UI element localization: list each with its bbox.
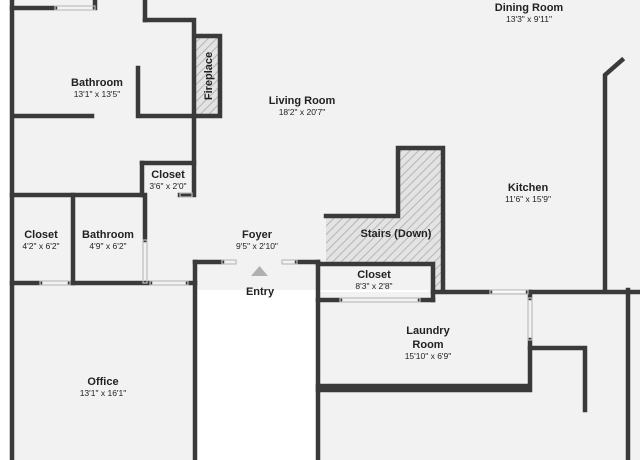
door-markers: [39, 5, 533, 341]
stairs-hatch: [326, 148, 443, 290]
living-room-name: Living Room: [269, 95, 336, 107]
bathroom-main-name: Bathroom: [71, 77, 123, 89]
foyer-name: Foyer: [242, 229, 273, 241]
dining-room-dims: 13'3" x 9'11": [506, 14, 552, 24]
office-dims: 13'1" x 16'1": [80, 388, 127, 398]
closet-foyer-dims: 8'3" x 2'8": [355, 281, 392, 291]
entry-name: Entry: [246, 286, 275, 298]
walls: [9, 0, 640, 460]
room-labels: Dining Room 13'3" x 9'11" Bathroom 13'1"…: [22, 2, 563, 398]
bathroom-small-dims: 4'9" x 6'2": [89, 241, 126, 251]
closet-hall-dims: 3'6" x 2'0": [149, 181, 186, 191]
fireplace-name: Fireplace: [203, 52, 215, 100]
kitchen-dims: 11'6" x 15'9": [505, 194, 551, 204]
bathroom-small-name: Bathroom: [82, 229, 134, 241]
living-room-dims: 18'2" x 20'7": [279, 107, 326, 117]
closet-left-dims: 4'2" x 6'2": [22, 241, 59, 251]
entry-arrow-icon: [251, 266, 268, 276]
foyer-dims: 9'5" x 2'10": [236, 241, 278, 251]
office-name: Office: [87, 376, 118, 388]
laundry-room-name-line1: Laundry: [406, 325, 450, 337]
laundry-room-name-line2: Room: [412, 339, 443, 351]
laundry-room-dims: 15'10" x 6'9": [405, 351, 452, 361]
bathroom-main-dims: 13'1" x 13'5": [74, 89, 121, 99]
stairs-name: Stairs (Down): [361, 228, 432, 240]
closet-hall-name: Closet: [151, 169, 185, 181]
closet-foyer-name: Closet: [357, 269, 391, 281]
closet-left-name: Closet: [24, 229, 58, 241]
fireplace-hatch: [196, 36, 220, 116]
kitchen-name: Kitchen: [508, 182, 549, 194]
dining-room-name: Dining Room: [495, 2, 564, 14]
